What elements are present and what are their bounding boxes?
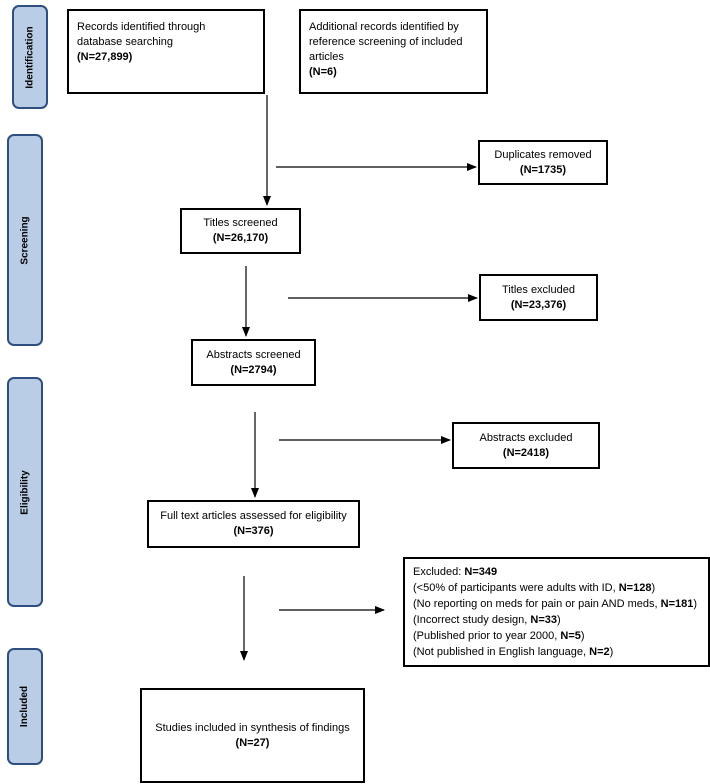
- full-text-count: (N=376): [233, 525, 274, 537]
- excluded-title: Excluded: N=349: [413, 564, 700, 580]
- excluded-title-prefix: Excluded:: [413, 566, 465, 578]
- excluded-reason-close: ): [580, 630, 585, 642]
- full-text-label: Full text articles assessed for eligibil…: [160, 510, 347, 522]
- additional-records-line3: articles: [309, 51, 344, 63]
- excluded-reason: (<50% of participants were adults with I…: [413, 580, 700, 596]
- abstracts-screened-label: Abstracts screened: [206, 348, 301, 361]
- stage-included: Included: [7, 648, 43, 765]
- titles-screened-box: Titles screened (N=26,170): [180, 208, 301, 254]
- excluded-reason-text: (Incorrect study design,: [413, 614, 531, 626]
- titles-excluded-count: (N=23,376): [510, 298, 567, 311]
- included-studies-count: (N=27): [235, 736, 270, 749]
- excluded-reason: (Not published in English language, N=2): [413, 644, 700, 660]
- excluded-reason-count: N=33: [530, 614, 557, 626]
- excluded-reason-text: (<50% of participants were adults with I…: [413, 582, 619, 594]
- stage-eligibility: Eligibility: [7, 377, 43, 607]
- titles-excluded-box: Titles excluded (N=23,376): [479, 274, 598, 321]
- duplicates-removed-label: Duplicates removed: [494, 148, 592, 161]
- excluded-reason-count: N=5: [560, 630, 581, 642]
- full-text-box: Full text articles assessed for eligibil…: [147, 500, 360, 548]
- excluded-box: Excluded: N=349 (<50% of participants we…: [403, 557, 710, 667]
- additional-records-count: (N=6): [309, 66, 337, 78]
- abstracts-screened-count: (N=2794): [230, 363, 277, 376]
- excluded-reason-close: ): [609, 646, 614, 658]
- database-records-line2: database searching: [77, 36, 174, 48]
- stage-identification: Identification: [12, 5, 48, 109]
- stage-screening: Screening: [7, 134, 43, 346]
- additional-records-box: Additional records identified by referen…: [299, 9, 488, 94]
- excluded-reason-count: N=2: [589, 646, 610, 658]
- abstracts-excluded-count: (N=2418): [502, 446, 550, 459]
- titles-excluded-label: Titles excluded: [502, 283, 575, 296]
- excluded-reason-text: (No reporting on meds for pain or pain A…: [413, 598, 661, 610]
- duplicates-removed-count: (N=1735): [519, 163, 567, 176]
- additional-records-line1: Additional records identified by: [309, 21, 459, 33]
- additional-records-line2: reference screening of included: [309, 36, 463, 48]
- abstracts-excluded-box: Abstracts excluded (N=2418): [452, 422, 600, 469]
- excluded-reason-close: ): [651, 582, 656, 594]
- excluded-title-count: N=349: [464, 566, 498, 578]
- excluded-reason-count: N=181: [660, 598, 694, 610]
- abstracts-excluded-label: Abstracts excluded: [479, 431, 573, 444]
- excluded-reason-text: (Published prior to year 2000,: [413, 630, 561, 642]
- duplicates-removed-box: Duplicates removed (N=1735): [478, 140, 608, 185]
- excluded-reason-text: (Not published in English language,: [413, 646, 590, 658]
- database-records-box: Records identified through database sear…: [67, 9, 265, 94]
- excluded-reason: (Published prior to year 2000, N=5): [413, 628, 700, 644]
- titles-screened-count: (N=26,170): [212, 232, 269, 244]
- included-studies-label: Studies included in synthesis of finding…: [155, 721, 350, 734]
- excluded-reason-close: ): [693, 598, 698, 610]
- excluded-reason: (Incorrect study design, N=33): [413, 612, 700, 628]
- included-studies-box: Studies included in synthesis of finding…: [140, 688, 365, 783]
- excluded-reason-count: N=128: [618, 582, 652, 594]
- excluded-reason: (No reporting on meds for pain or pain A…: [413, 596, 700, 612]
- abstracts-screened-box: Abstracts screened (N=2794): [191, 339, 316, 386]
- database-records-line1: Records identified through: [77, 21, 206, 33]
- excluded-reason-close: ): [557, 614, 561, 626]
- database-records-count: (N=27,899): [77, 51, 133, 63]
- titles-screened-label: Titles screened: [203, 217, 278, 229]
